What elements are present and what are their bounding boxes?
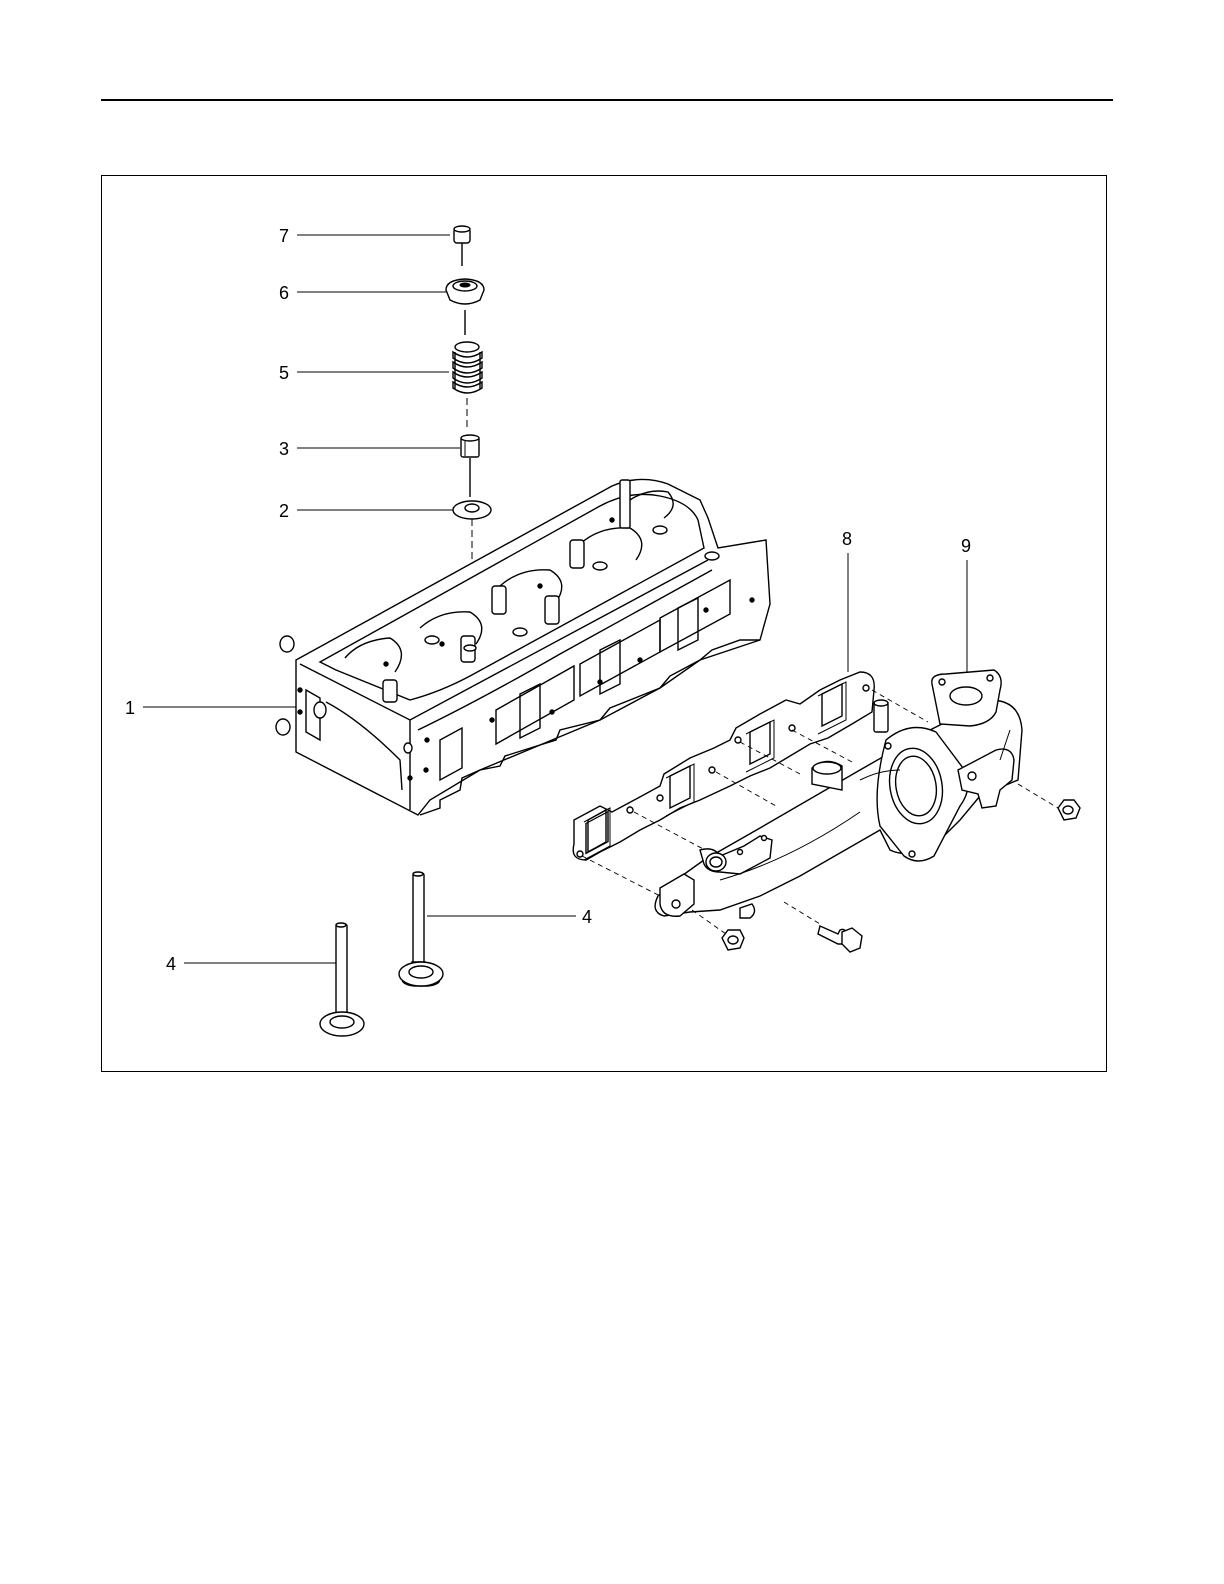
spring-retainer-part-6	[446, 279, 484, 304]
callout-4-lower: 4	[166, 954, 338, 974]
valve-part-4-lower	[320, 923, 364, 1036]
callout-7-label: 7	[279, 226, 289, 246]
callout-6-label: 6	[279, 283, 289, 303]
callout-1-label: 1	[125, 698, 135, 718]
callout-4-upper-label: 4	[582, 907, 592, 927]
callout-4-upper: 4	[427, 907, 592, 927]
valve-part-4-upper	[399, 872, 443, 986]
callout-3-label: 3	[279, 439, 289, 459]
callout-7: 7	[279, 226, 450, 246]
callout-5-label: 5	[279, 363, 289, 383]
spring-seat-washer-part-2	[453, 501, 491, 519]
callout-9: 9	[961, 536, 971, 680]
manifold-bolt	[818, 926, 862, 952]
callout-8: 8	[842, 529, 852, 672]
callout-8-label: 8	[842, 529, 852, 549]
callout-9-label: 9	[961, 536, 971, 556]
callout-2: 2	[279, 501, 453, 521]
manifold-nut-right	[1058, 800, 1080, 820]
valve-stem-seal-part-7	[454, 226, 470, 243]
dowel-pin-upper	[280, 636, 294, 652]
callout-1: 1	[125, 698, 296, 718]
head-stud	[620, 480, 630, 528]
valve-spring-part-5	[453, 342, 482, 393]
dowel-pin-lower	[276, 719, 290, 735]
callout-6: 6	[279, 283, 447, 303]
callout-5: 5	[279, 363, 449, 383]
manifold-nut-lower	[722, 930, 744, 950]
callout-4-lower-label: 4	[166, 954, 176, 974]
valve-stem-guide-part-3	[461, 435, 479, 457]
callout-2-label: 2	[279, 501, 289, 521]
callout-3: 3	[279, 439, 460, 459]
